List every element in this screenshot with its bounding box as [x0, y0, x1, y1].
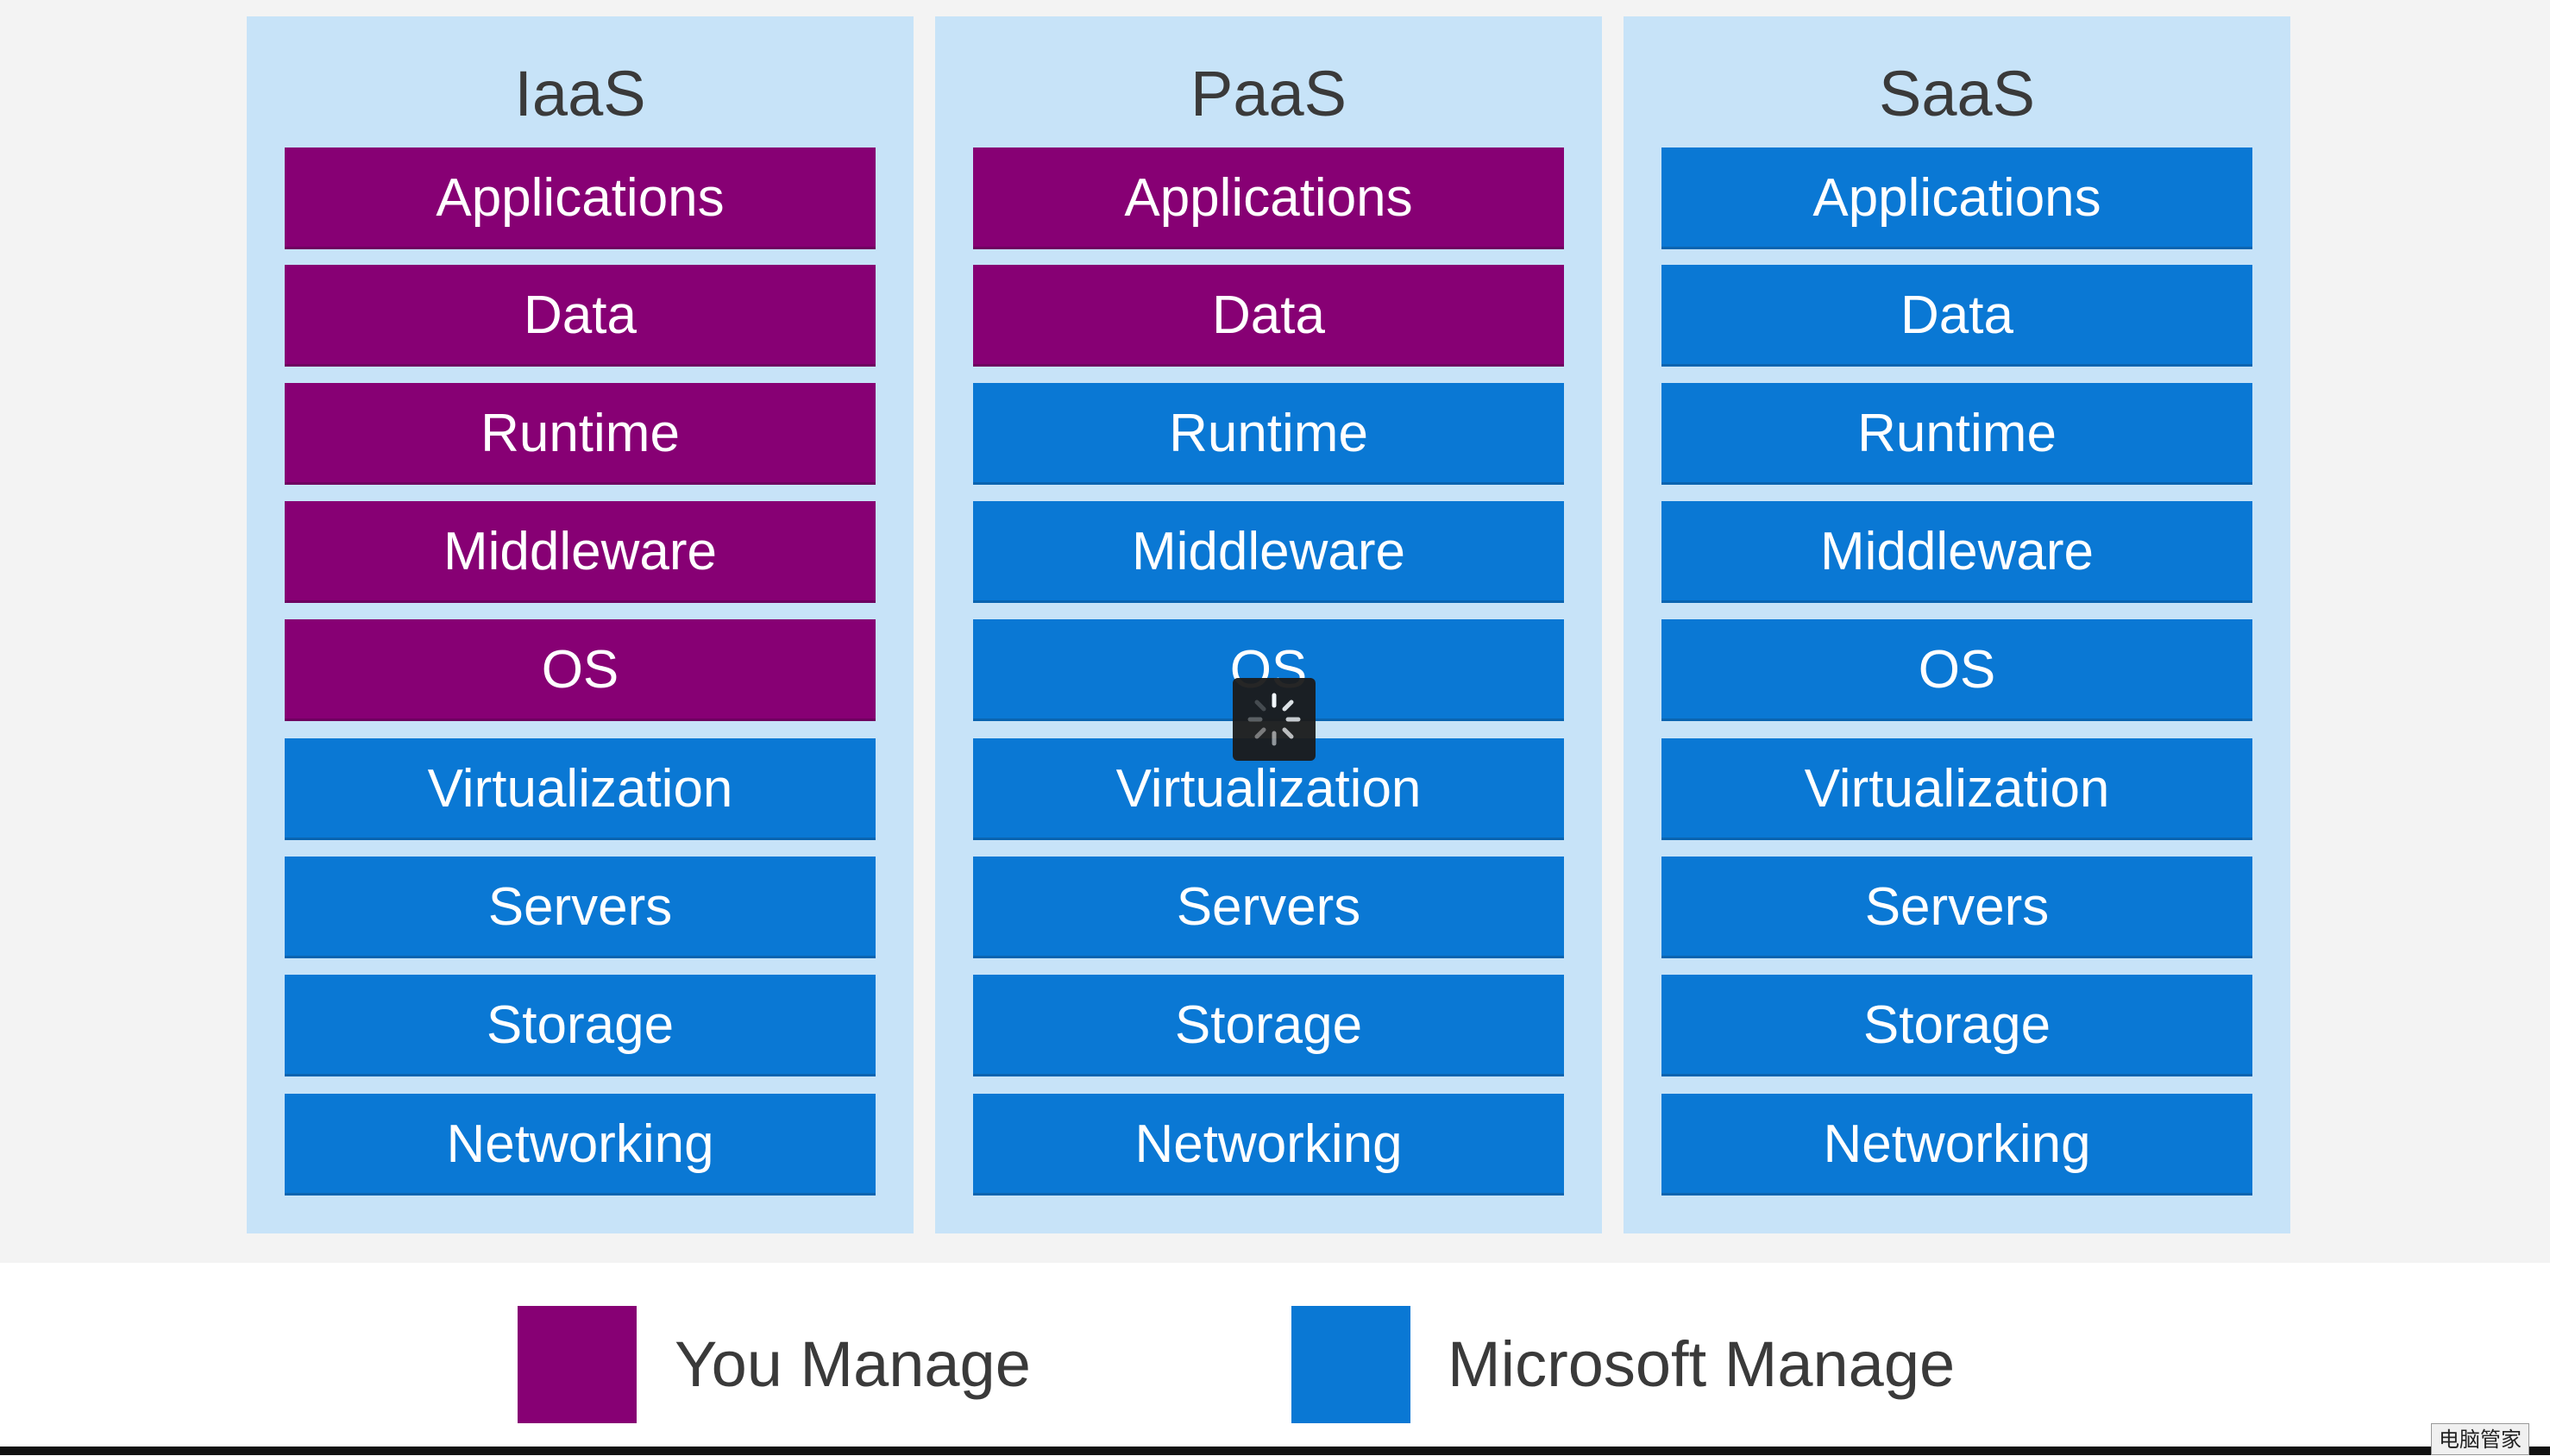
loading-spinner-icon: [1233, 678, 1316, 761]
column-saas: SaaS Applications Data Runtime Middlewar…: [1624, 16, 2290, 1233]
legend-swatch-you-manage: [518, 1306, 637, 1423]
column-title: SaaS: [1878, 58, 2036, 129]
layer-data: Data: [1661, 265, 2252, 367]
layer-applications: Applications: [1661, 147, 2252, 249]
layer-servers: Servers: [1661, 857, 2252, 958]
layer-runtime: Runtime: [285, 383, 876, 485]
layer-networking: Networking: [1661, 1094, 2252, 1196]
layer-storage: Storage: [285, 975, 876, 1076]
layer-virtualization: Virtualization: [285, 738, 876, 840]
layer-virtualization: Virtualization: [973, 738, 1564, 840]
legend-label-you-manage: You Manage: [675, 1328, 1031, 1400]
legend: You Manage Microsoft Manage: [0, 1263, 2550, 1450]
column-title: PaaS: [1190, 58, 1347, 129]
layer-applications: Applications: [973, 147, 1564, 249]
layer-os: OS: [1661, 619, 2252, 721]
layer-storage: Storage: [1661, 975, 2252, 1076]
layer-middleware: Middleware: [973, 501, 1564, 603]
layer-data: Data: [285, 265, 876, 367]
layer-os: OS: [285, 619, 876, 721]
layer-runtime: Runtime: [1661, 383, 2252, 485]
layer-middleware: Middleware: [1661, 501, 2252, 603]
column-title: IaaS: [514, 58, 646, 129]
legend-label-microsoft-manage: Microsoft Manage: [1448, 1328, 1956, 1400]
tray-app-label[interactable]: 电脑管家: [2431, 1423, 2529, 1455]
column-paas: PaaS Applications Data Runtime Middlewar…: [935, 16, 1602, 1233]
legend-swatch-microsoft-manage: [1291, 1306, 1410, 1423]
layer-networking: Networking: [285, 1094, 876, 1196]
diagram-slide: IaaS Applications Data Runtime Middlewar…: [0, 0, 2550, 1263]
taskbar: [0, 1447, 2550, 1455]
column-iaas: IaaS Applications Data Runtime Middlewar…: [247, 16, 914, 1233]
layer-storage: Storage: [973, 975, 1564, 1076]
layer-networking: Networking: [973, 1094, 1564, 1196]
layer-data: Data: [973, 265, 1564, 367]
layer-servers: Servers: [973, 857, 1564, 958]
layer-servers: Servers: [285, 857, 876, 958]
layer-runtime: Runtime: [973, 383, 1564, 485]
spinner-graphic: [1247, 693, 1301, 746]
layer-applications: Applications: [285, 147, 876, 249]
layer-virtualization: Virtualization: [1661, 738, 2252, 840]
layer-middleware: Middleware: [285, 501, 876, 603]
